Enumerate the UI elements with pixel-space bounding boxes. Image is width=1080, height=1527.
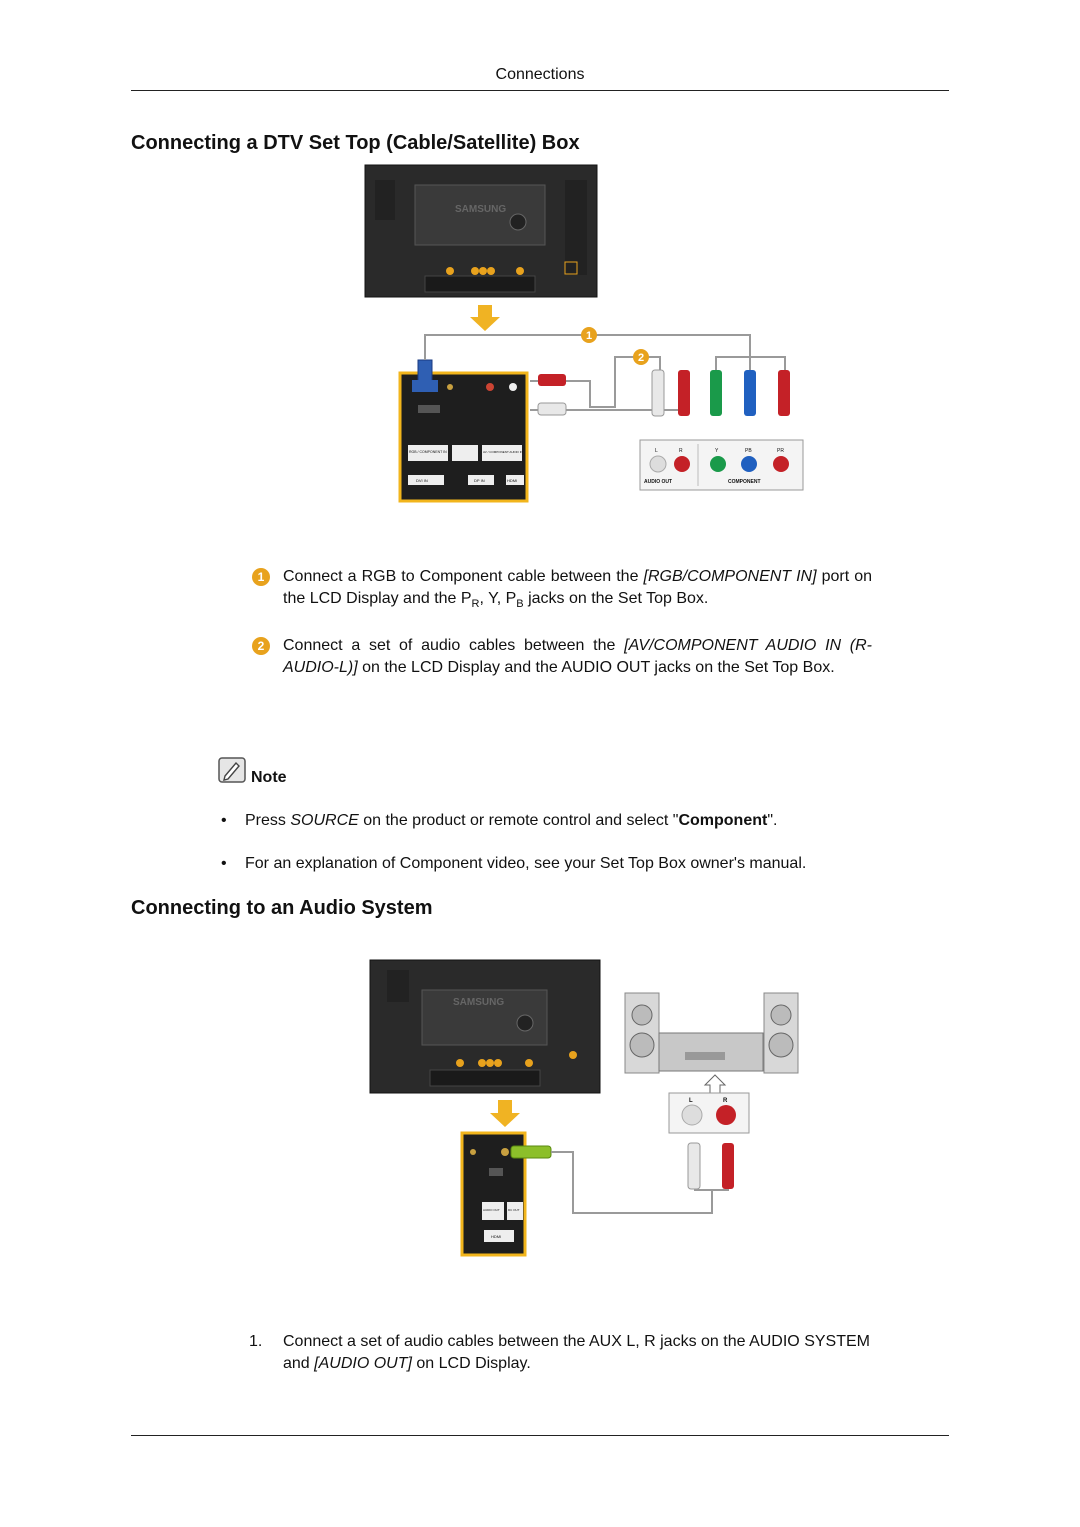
settop-label-r: R	[679, 448, 683, 454]
bullet-1-a: Press	[245, 812, 291, 829]
bullet-dot: •	[221, 812, 227, 829]
settop-panel: L R Y PB PR AUDIO OUT COMPONENT	[639, 439, 804, 491]
audio-plugs-lcd	[537, 374, 567, 416]
step-number: 1.	[249, 1333, 263, 1350]
audio-step-1: 1. Connect a set of audio cables between…	[249, 1331, 874, 1375]
panel2-label-hdmi: HDMI	[491, 1234, 501, 1239]
callout-badge-1	[581, 327, 597, 343]
panel2-label-audio-out: AUDIO OUT	[483, 1208, 500, 1212]
settop-label-y: Y	[715, 448, 719, 454]
settop-label-component: COMPONENT	[728, 479, 761, 485]
audio-step-1-c: on LCD Display.	[411, 1355, 531, 1372]
settop-label-audio-out: AUDIO OUT	[644, 479, 672, 485]
audio-plugs	[687, 1142, 734, 1190]
bullet-1-component: Component	[678, 812, 768, 829]
up-arrow-icon	[703, 1074, 727, 1094]
panel2-label-dc-out: DC OUT	[508, 1208, 520, 1212]
audio-connection-diagram: SAMSUNG AUDIO OUT DC OUT HDMI	[369, 959, 799, 1257]
settop-label-l: L	[655, 448, 658, 454]
panel-label-av: AV / COMPONENT AUDIO IN	[483, 450, 523, 454]
bullet-dot: •	[221, 855, 227, 872]
audio-label-r: R	[723, 1098, 728, 1104]
audio-cables	[551, 1151, 729, 1214]
lcd-back-panel-2: SAMSUNG	[369, 959, 601, 1094]
bullet-1-source: SOURCE	[290, 812, 359, 829]
footer-rule	[131, 1435, 949, 1436]
panel-label-hdmi: HDMI	[507, 478, 517, 483]
green-audio-plug	[510, 1145, 552, 1159]
step-badge-1: 1	[252, 568, 270, 586]
lcd-port-panel: RGB / COMPONENT IN AV / COMPONENT AUDIO …	[398, 359, 529, 503]
callout-text-1: 1	[586, 330, 592, 342]
note-icon	[218, 757, 246, 783]
lcd-brand-label: SAMSUNG	[455, 204, 506, 215]
panel-label-dp: DP IN	[474, 478, 485, 483]
step-1-text-e: , Y, P	[479, 590, 517, 607]
header-rule	[131, 90, 949, 91]
panel-label-dvi: DVI IN	[416, 478, 428, 483]
settop-label-pr: PR	[777, 448, 784, 454]
step-1-sub-b: B	[516, 598, 524, 611]
step-1-port: [RGB/COMPONENT IN]	[643, 568, 817, 585]
step-badge-2: 2	[252, 637, 270, 655]
audio-step-1-port: [AUDIO OUT]	[314, 1355, 412, 1372]
bullet-1-e: ".	[767, 812, 778, 829]
step-1: 1 Connect a RGB to Component cable betwe…	[252, 566, 872, 615]
bullet-1-c: on the product or remote control and sel…	[358, 812, 679, 829]
audio-system: L R	[624, 992, 799, 1134]
step-1-sub-r: R	[471, 598, 480, 611]
note-bullet-1: • Press SOURCE on the product or remote …	[221, 810, 901, 832]
callout-badge-2	[633, 349, 649, 365]
lcd-back-panel: SAMSUNG	[364, 164, 598, 298]
step-2-text-c: on the LCD Display and the AUDIO OUT jac…	[357, 659, 835, 676]
step-1-text-c: port on the LCD Display and the P	[283, 568, 873, 607]
note-bullet-1-text: Press SOURCE on the product or remote co…	[245, 810, 901, 832]
page-header: Connections	[495, 66, 585, 83]
section-title-audio: Connecting to an Audio System	[131, 897, 433, 919]
audio-label-l: L	[689, 1098, 693, 1104]
step-1-text: Connect a RGB to Component cable between…	[283, 566, 872, 615]
panel-label-rgb: RGB / COMPONENT IN	[409, 450, 447, 454]
settop-plugs	[651, 369, 790, 417]
step-1-text-a: Connect a RGB to Component cable between…	[283, 568, 644, 585]
audio-step-1-a: Connect a set of audio cables between th…	[283, 1333, 870, 1372]
section-title-dtv: Connecting a DTV Set Top (Cable/Satellit…	[131, 132, 580, 154]
callout-text-2: 2	[638, 352, 644, 364]
settop-label-pb: PB	[745, 448, 752, 454]
down-arrow-icon	[490, 1100, 520, 1127]
lcd2-brand-label: SAMSUNG	[453, 997, 504, 1008]
dtv-connection-diagram: SAMSUNG RGB / COMPONENT IN AV / COMPONEN…	[364, 164, 804, 503]
step-2: 2 Connect a set of audio cables between …	[252, 635, 872, 679]
down-arrow-icon	[470, 305, 500, 331]
step-2-port: [AV/COMPONENT AUDIO IN (R-AUDIO-L)]	[283, 637, 873, 676]
audio-step-1-text: Connect a set of audio cables between th…	[283, 1331, 874, 1375]
note-bullet-2: • For an explanation of Component video,…	[221, 853, 901, 875]
step-2-text-a: Connect a set of audio cables between th…	[283, 637, 625, 654]
step-2-text: Connect a set of audio cables between th…	[283, 635, 872, 679]
note-label: Note	[251, 769, 287, 786]
step-1-text-g: jacks on the Set Top Box.	[523, 590, 709, 607]
note-bullet-2-text: For an explanation of Component video, s…	[245, 855, 807, 872]
